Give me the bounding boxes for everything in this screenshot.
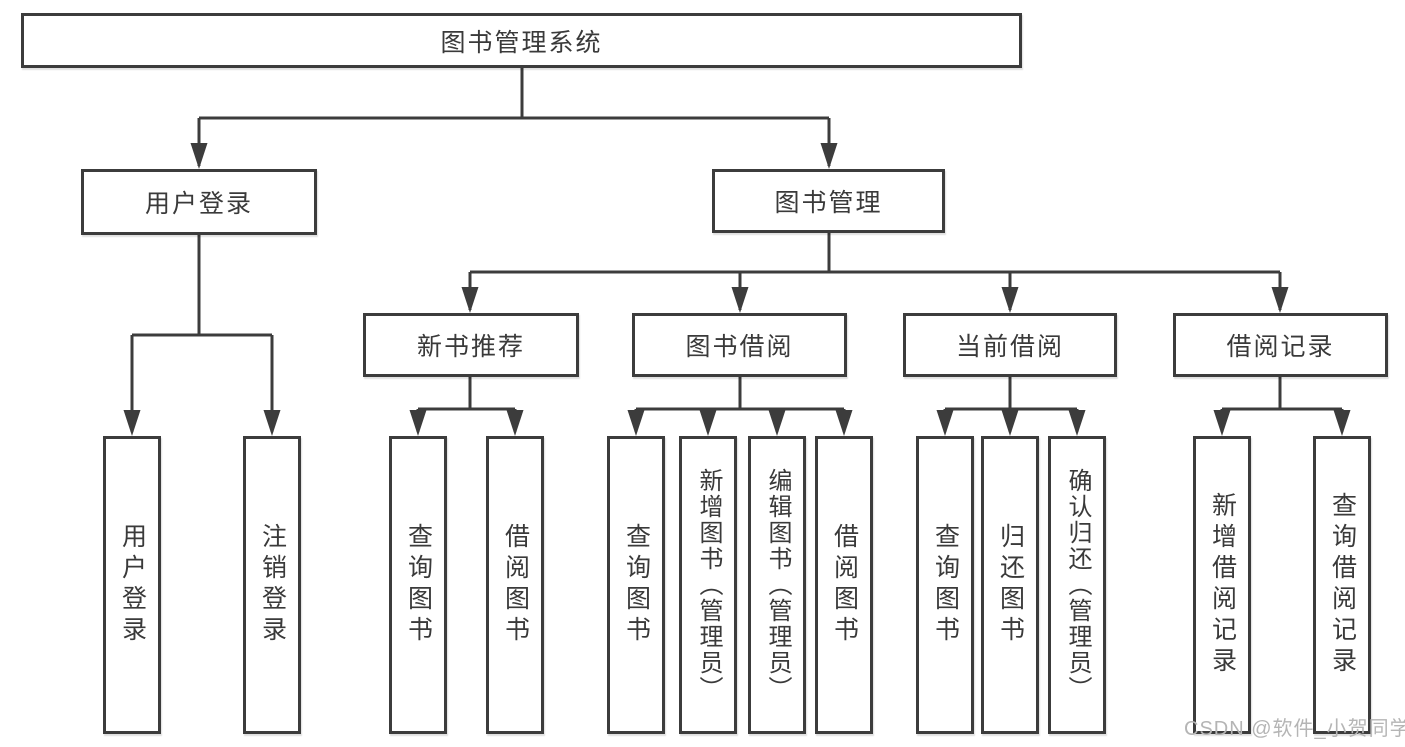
node-label: 借阅记录 xyxy=(1226,333,1335,361)
node-label: 新书推荐 xyxy=(416,333,525,361)
leaf-label: 借阅图书 xyxy=(830,523,859,647)
leaf-edit-books-admin: 编辑图书（管理员） xyxy=(748,436,806,734)
node-label: 当前借阅 xyxy=(955,333,1064,361)
leaf-confirm-return-admin: 确认归还（管理员） xyxy=(1048,436,1106,734)
csdn-watermark: CSDN @软件_小贺同学 xyxy=(1184,718,1405,740)
node-current-borrowing: 当前借阅 xyxy=(903,313,1117,377)
leaf-query-books-current: 查询图书 xyxy=(916,436,974,734)
node-label: 用户登录 xyxy=(144,190,253,218)
node-book-management: 图书管理 xyxy=(712,169,945,233)
node-label: 图书借阅 xyxy=(685,333,794,361)
leaf-label: 归还图书 xyxy=(996,523,1025,647)
leaf-query-books-recommend: 查询图书 xyxy=(389,436,447,734)
leaf-label: 查询图书 xyxy=(404,523,433,647)
leaf-borrow-books-recommend: 借阅图书 xyxy=(486,436,544,734)
leaf-label: 新增借阅记录 xyxy=(1208,492,1237,678)
leaf-borrow-books-borrowing: 借阅图书 xyxy=(815,436,873,734)
leaf-add-borrow-record: 新增借阅记录 xyxy=(1193,436,1251,734)
leaf-label: 查询借阅记录 xyxy=(1328,492,1357,678)
leaf-label: 查询图书 xyxy=(931,523,960,647)
leaf-query-books-borrowing: 查询图书 xyxy=(607,436,665,734)
leaf-query-borrow-record: 查询借阅记录 xyxy=(1313,436,1371,734)
leaf-return-books: 归还图书 xyxy=(981,436,1039,734)
leaf-label: 查询图书 xyxy=(622,523,651,647)
leaf-label: 借阅图书 xyxy=(501,523,530,647)
node-label: 图书管理系统 xyxy=(440,28,603,57)
node-library-management-system: 图书管理系统 xyxy=(21,13,1022,68)
node-book-borrowing: 图书借阅 xyxy=(632,313,847,377)
leaf-label: 确认归还（管理员） xyxy=(1064,468,1091,702)
node-borrowing-records: 借阅记录 xyxy=(1173,313,1388,377)
arrowheads xyxy=(123,143,1351,436)
leaf-logout: 注销登录 xyxy=(243,436,301,734)
node-new-book-recommendation: 新书推荐 xyxy=(363,313,579,377)
leaf-label: 注销登录 xyxy=(258,523,287,647)
leaf-label: 编辑图书（管理员） xyxy=(764,468,791,702)
leaf-label: 用户登录 xyxy=(118,523,147,647)
leaf-add-books-admin: 新增图书（管理员） xyxy=(679,436,737,734)
leaf-user-login: 用户登录 xyxy=(103,436,161,734)
node-label: 图书管理 xyxy=(774,189,883,217)
node-user-login: 用户登录 xyxy=(81,169,317,235)
leaf-label: 新增图书（管理员） xyxy=(695,468,722,702)
